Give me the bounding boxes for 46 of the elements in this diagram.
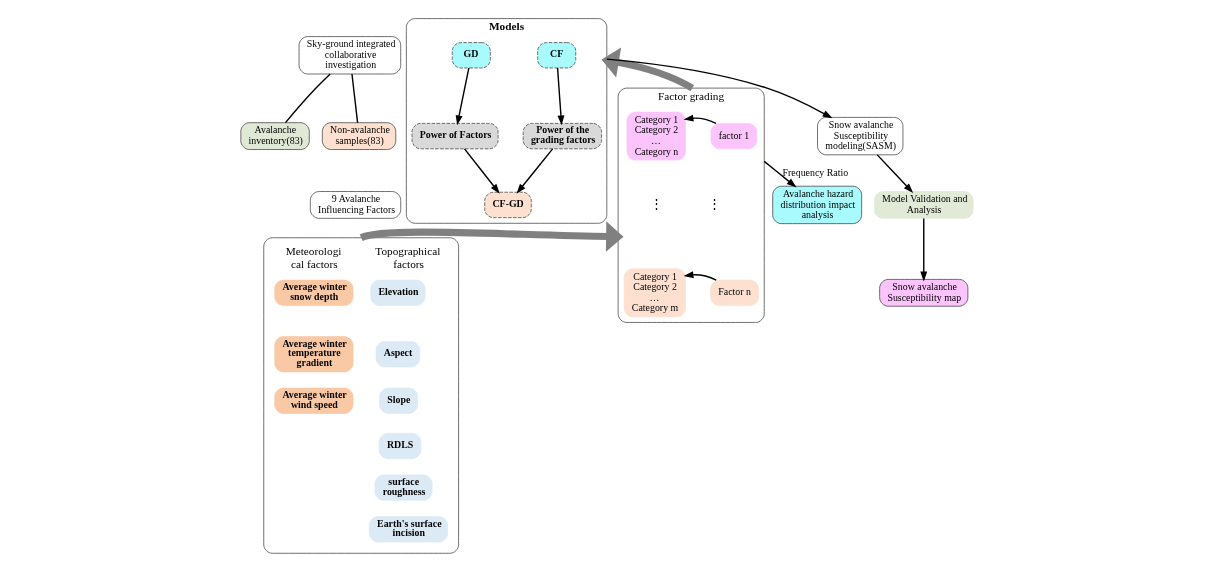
node-box: Elevation [369, 279, 425, 306]
node-box: Average winter snow depth [273, 279, 353, 306]
node-box: Avalanche hazard distribution impact analysis [771, 185, 862, 224]
node-box: factor 1 [710, 123, 757, 150]
node-box: Snow avalanche Susceptibility map [878, 279, 968, 307]
node-box: CF [536, 42, 576, 69]
node-box: Factor n [709, 279, 759, 306]
node-box: Average winter temperature gradient [273, 336, 353, 373]
node-box: surface roughness [374, 474, 432, 501]
arrow [919, 217, 927, 282]
node-box: Avalanche inventory(83) [239, 122, 310, 150]
arrow [556, 67, 564, 126]
node-box: CF-GD [483, 191, 532, 218]
arrow [876, 154, 913, 193]
arrow [763, 160, 797, 188]
arrow [683, 114, 717, 125]
label: Topographical factors [374, 245, 440, 270]
node-box: RDLS [378, 432, 421, 460]
label: ⋮ [649, 197, 663, 212]
node-box: Aspect [375, 341, 420, 368]
arrow [455, 67, 470, 126]
arrow [601, 47, 694, 92]
edge-label: Frequency Ratio [782, 166, 848, 178]
cluster [262, 237, 459, 554]
node-box: Model Validation and Analysis [873, 191, 974, 219]
node-box: Category 1 Category 2 … Category n [626, 111, 686, 161]
node-box: Sky-ground integrated collaborative investigation [298, 36, 401, 75]
node-box: Earth's surface incision [368, 516, 448, 543]
node-box: Category 1 Category 2 … Category m [623, 268, 686, 318]
arrow [359, 221, 623, 252]
node-box: GD [451, 42, 491, 69]
label: ⋮ [707, 197, 721, 212]
arrow [605, 58, 832, 119]
node-box: Slope [378, 387, 418, 414]
node-box: Power of the grading factors [522, 123, 602, 150]
connector [350, 73, 358, 124]
connector [284, 73, 331, 124]
arrow [683, 271, 717, 281]
arrow [463, 148, 500, 194]
node-box: 9 Avalanche Influencing Factors [309, 191, 401, 219]
label: Meteorologi cal factors [285, 245, 341, 270]
node-box: Snow avalanche Susceptibility modeling(SASM) [816, 117, 903, 156]
node-box: Power of Factors [411, 123, 498, 150]
node-box: Non-avalanche samples(83) [321, 122, 396, 150]
node-box: Average winter wind speed [273, 387, 353, 414]
arrow [516, 148, 553, 194]
